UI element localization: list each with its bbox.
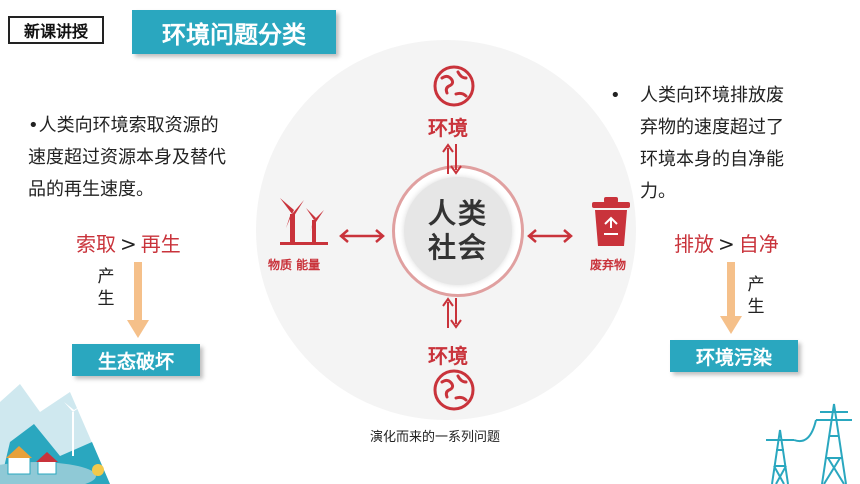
left-description-line: 品的再生速度。 (28, 179, 154, 200)
result-environmental-pollution: 环境污染 (670, 340, 798, 372)
power-tower-decoration (766, 403, 852, 484)
right-compare-op: > (718, 232, 735, 256)
right-node-label: 废弃物 (590, 258, 627, 272)
left-node-label: 物质 能量 (268, 258, 321, 272)
center-node: 人类 社会 (404, 177, 512, 285)
right-description-line: 环境本身的自净能 (640, 149, 784, 170)
top-env-label: 环境 (428, 116, 468, 140)
right-description-line: 弃物的速度超过了 (640, 117, 784, 138)
left-compare-a: 索取 (76, 232, 116, 256)
left-produce-label: 产 生 (96, 266, 116, 310)
caption: 演化而来的一系列问题 (370, 430, 501, 445)
right-compare-b: 自净 (738, 232, 779, 256)
down-arrow-icon (127, 262, 149, 338)
double-arrow-vertical-icon (442, 143, 462, 175)
trash-bin-icon (592, 197, 630, 246)
left-description-line: 速度超过资源本身及替代 (28, 147, 226, 168)
right-compare: 排放>自净 (674, 228, 779, 257)
double-arrow-vertical-icon (442, 297, 462, 329)
left-compare: 索取>再生 (76, 228, 181, 257)
right-produce-char: 生 (747, 297, 765, 317)
globe-icon (433, 65, 475, 107)
right-description-line: 力。 (640, 181, 676, 202)
left-produce-char: 产 (97, 267, 115, 287)
down-arrow-icon (720, 262, 742, 334)
double-arrow-horizontal-icon (339, 229, 385, 243)
left-description-line: •人类向环境索取资源的 (28, 115, 219, 136)
double-arrow-horizontal-icon (527, 229, 573, 243)
left-produce-char: 生 (97, 289, 115, 309)
page-title: 环境问题分类 (132, 10, 336, 54)
right-description-line: 人类向环境排放废 (640, 85, 784, 106)
globe-icon (433, 369, 475, 411)
right-produce-char: 产 (747, 275, 765, 295)
right-description: 人类向环境排放废 弃物的速度超过了 环境本身的自净能 力。 (640, 80, 840, 208)
wind-turbine-icon (280, 198, 328, 245)
left-description: •人类向环境索取资源的 速度超过资源本身及替代 品的再生速度。 (28, 110, 268, 206)
left-compare-op: > (120, 232, 137, 256)
right-compare-a: 排放 (674, 232, 714, 256)
landscape-decoration (0, 384, 110, 484)
right-produce-label: 产 生 (746, 274, 766, 318)
bottom-env-label: 环境 (428, 344, 468, 368)
center-line-1: 人类 (427, 197, 488, 230)
left-compare-b: 再生 (140, 232, 181, 256)
center-line-2: 社会 (427, 231, 488, 264)
right-bullet: • (610, 85, 621, 106)
result-ecological-damage: 生态破坏 (72, 344, 200, 376)
section-tag: 新课讲授 (8, 16, 104, 44)
